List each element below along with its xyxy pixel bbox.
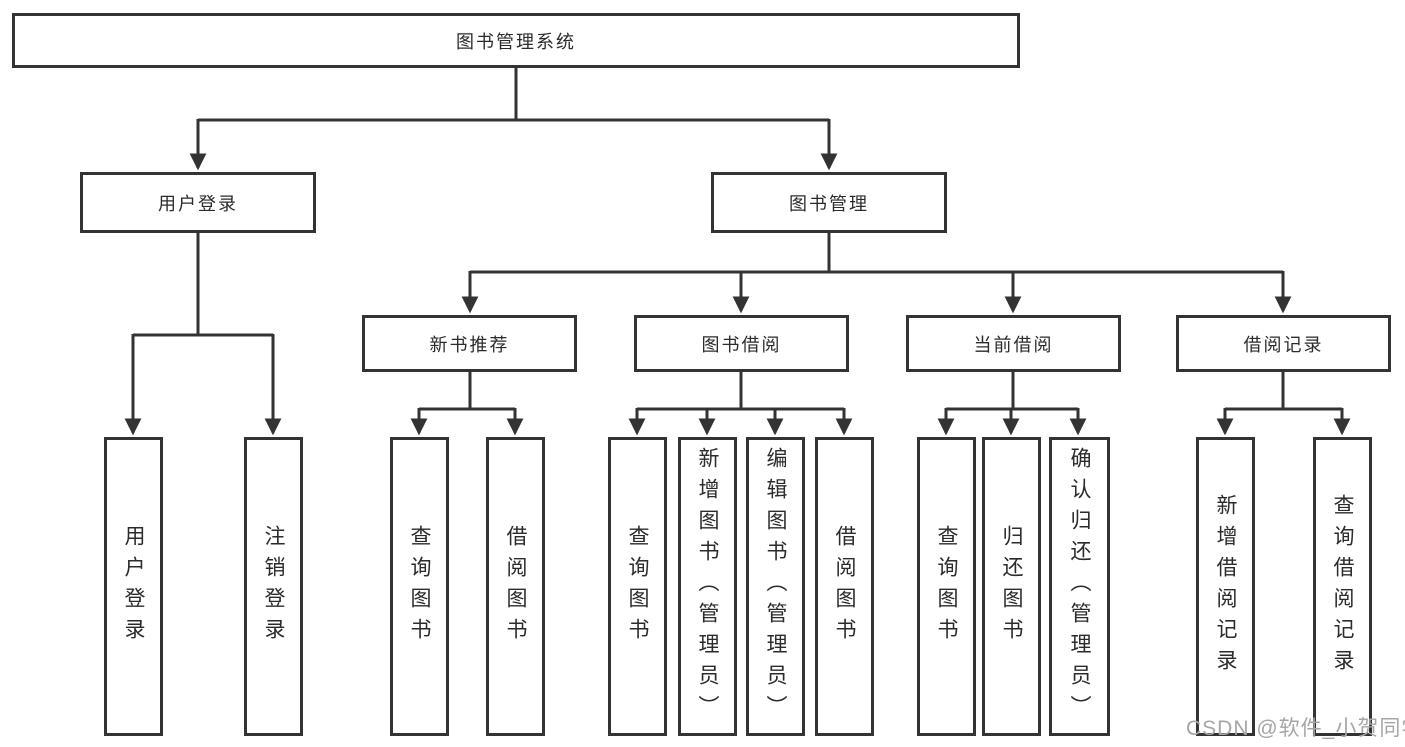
leaf-label: 查询借阅记录	[1331, 493, 1354, 680]
node-label: 借阅记录	[1243, 334, 1324, 355]
leaf-logout: 注销登录	[244, 437, 303, 736]
leaf-label: 确认归还（管理员）	[1068, 447, 1091, 726]
leaf-borrow-books-1: 借阅图书	[486, 437, 545, 736]
connector-section2-bus	[637, 371, 844, 411]
leaf-label: 新增借阅记录	[1214, 493, 1237, 680]
leaf-label: 借阅图书	[504, 524, 527, 649]
leaf-edit-book-admin: 编辑图书（管理员）	[746, 437, 805, 736]
leaf-confirm-return-admin: 确认归还（管理员）	[1049, 437, 1110, 736]
node-current-borrow: 当前借阅	[906, 315, 1121, 372]
node-label: 图书管理	[789, 193, 869, 214]
node-label: 图书借阅	[701, 334, 782, 355]
node-new-book-recommend: 新书推荐	[362, 315, 577, 372]
connector-root-bus	[198, 68, 829, 122]
leaf-label: 归还图书	[1000, 524, 1023, 649]
leaf-add-book-admin: 新增图书（管理员）	[678, 437, 737, 736]
connector-login-bus	[133, 232, 273, 337]
connector-manage-bus	[470, 232, 1283, 274]
leaf-add-borrow-record: 新增借阅记录	[1196, 437, 1255, 736]
leaf-label: 借阅图书	[833, 524, 856, 649]
leaf-label: 查询图书	[408, 524, 431, 649]
leaf-label: 新增图书（管理员）	[696, 447, 719, 726]
connector-section4-bus	[1225, 371, 1342, 411]
leaf-query-books-3: 查询图书	[917, 437, 976, 736]
leaf-label: 注销登录	[262, 524, 285, 649]
leaf-label: 编辑图书（管理员）	[764, 447, 787, 726]
node-label: 用户登录	[158, 193, 238, 214]
node-label: 当前借阅	[973, 334, 1054, 355]
node-book-borrow: 图书借阅	[634, 315, 849, 372]
leaf-label: 用户登录	[122, 524, 145, 649]
leaf-label: 查询图书	[626, 524, 649, 649]
node-label: 新书推荐	[429, 334, 510, 355]
node-book-management: 图书管理	[711, 172, 947, 233]
node-user-login: 用户登录	[80, 172, 316, 233]
leaf-query-books-2: 查询图书	[608, 437, 667, 736]
node-root-label: 图书管理系统	[456, 31, 576, 52]
leaf-return-book: 归还图书	[982, 437, 1041, 736]
leaf-query-books-1: 查询图书	[390, 437, 449, 736]
node-borrow-records: 借阅记录	[1176, 315, 1391, 372]
connector-section1-bus	[419, 371, 515, 411]
leaf-user-login: 用户登录	[104, 437, 163, 736]
leaf-label: 查询图书	[935, 524, 958, 649]
leaf-borrow-books-2: 借阅图书	[815, 437, 874, 736]
node-root-system: 图书管理系统	[12, 13, 1020, 68]
csdn-watermark: CSDN @软件_小贺同学	[1186, 717, 1405, 740]
connector-section3-bus	[946, 371, 1078, 411]
leaf-query-borrow-record: 查询借阅记录	[1313, 437, 1372, 736]
